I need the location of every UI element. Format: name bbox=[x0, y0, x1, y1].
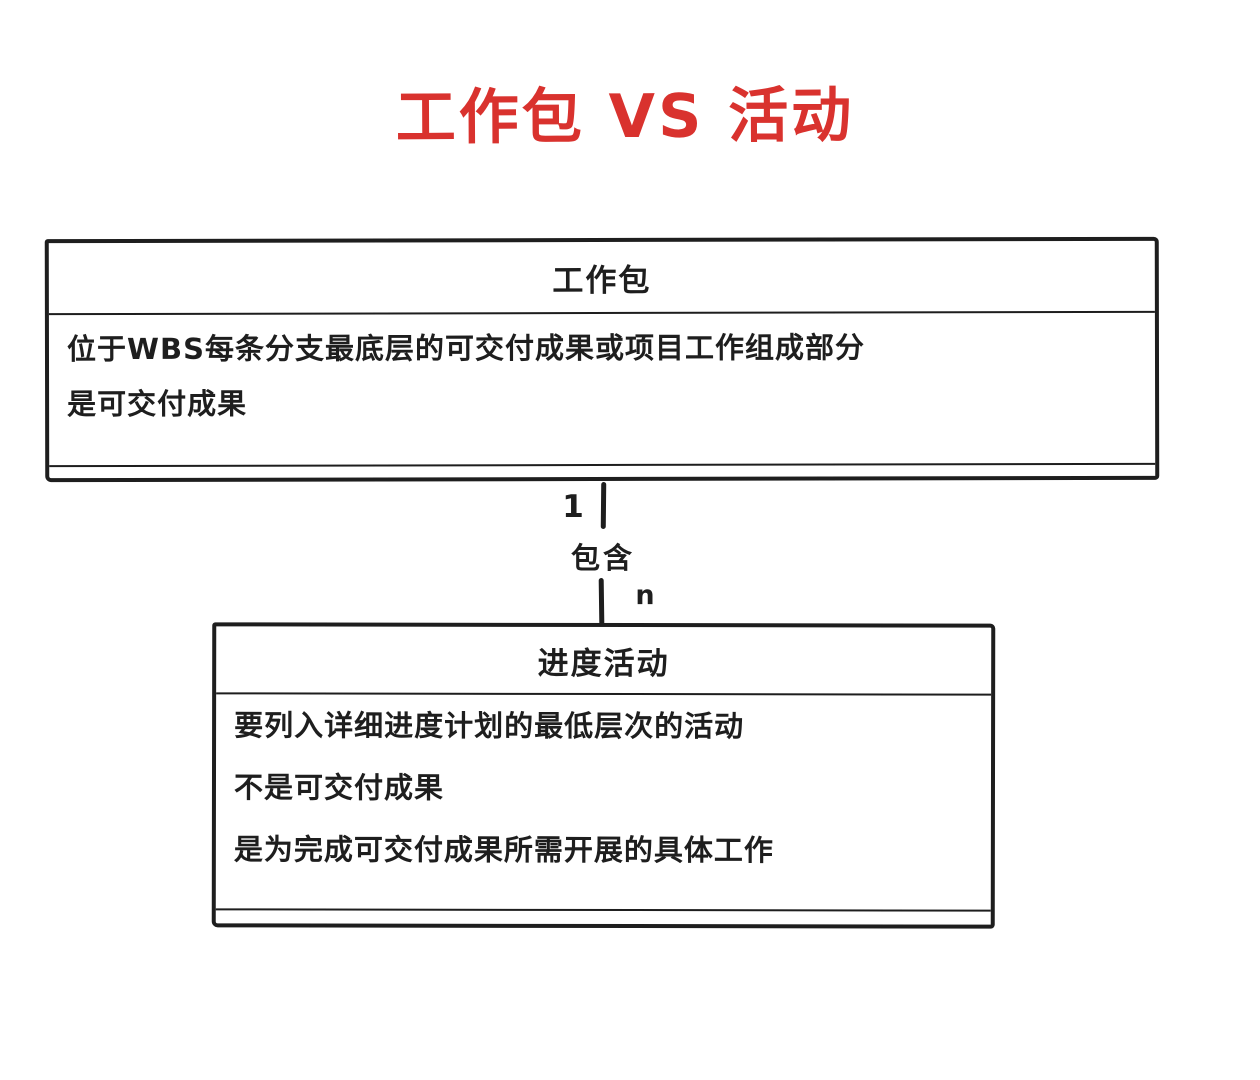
work-package-box-header: 工作包 bbox=[48, 240, 1155, 316]
work-package-box-empty-compartment bbox=[49, 462, 1156, 479]
schedule-activity-line: 是为完成可交付成果所需开展的具体工作 bbox=[233, 832, 774, 868]
work-package-line: 是可交付成果 bbox=[67, 386, 248, 422]
schedule-activity-box-body: 要列入详细进度计划的最低层次的活动 不是可交付成果 是为完成可交付成果所需开展的… bbox=[216, 694, 991, 909]
work-package-box: 工作包 位于WBS每条分支最底层的可交付成果或项目工作组成部分 是可交付成果 bbox=[44, 236, 1160, 483]
schedule-activity-box-header: 进度活动 bbox=[216, 626, 992, 696]
page-title: 工作包 VS 活动 bbox=[395, 80, 855, 154]
relationship-label: 包含 bbox=[553, 535, 653, 577]
relationship-multiplicity-source: 1 bbox=[562, 489, 584, 525]
relationship-multiplicity-target: n bbox=[635, 580, 655, 611]
work-package-line: 位于WBS每条分支最底层的可交付成果或项目工作组成部分 bbox=[66, 330, 865, 367]
relationship-line-lower-segment bbox=[598, 577, 605, 626]
schedule-activity-line: 不是可交付成果 bbox=[233, 770, 445, 805]
schedule-activity-box: 进度活动 要列入详细进度计划的最低层次的活动 不是可交付成果 是为完成可交付成果… bbox=[211, 622, 996, 929]
relationship-line-upper-segment bbox=[600, 481, 607, 530]
work-package-box-body: 位于WBS每条分支最底层的可交付成果或项目工作组成部分 是可交付成果 bbox=[49, 313, 1155, 465]
schedule-activity-box-empty-compartment bbox=[215, 908, 991, 925]
schedule-activity-line: 要列入详细进度计划的最低层次的活动 bbox=[234, 708, 745, 744]
